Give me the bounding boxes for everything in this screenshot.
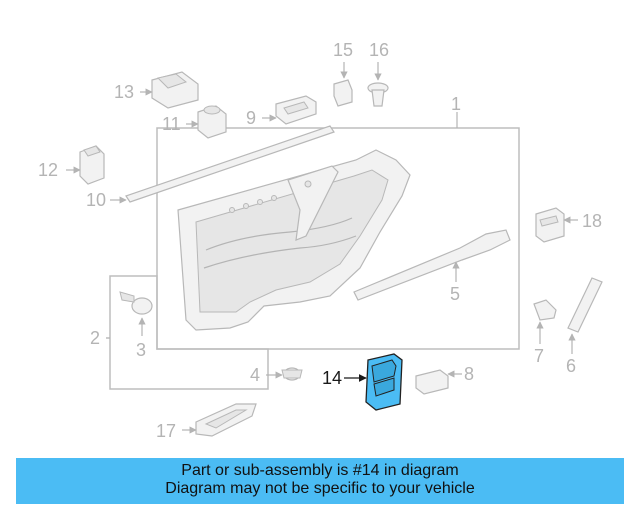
callout-7: 7 xyxy=(534,346,544,366)
part-8-switch xyxy=(415,369,449,395)
part-11-knob xyxy=(197,105,227,139)
callout-12: 12 xyxy=(38,160,58,180)
callout-1: 1 xyxy=(451,94,461,114)
callout-4: 4 xyxy=(250,365,260,385)
assembly-frame-2 xyxy=(109,275,269,390)
callout-13: 13 xyxy=(114,82,134,102)
part-12-clip xyxy=(79,145,105,185)
callout-14: 14 xyxy=(322,368,342,388)
callout-10: 10 xyxy=(86,190,106,210)
part-14-window-switch xyxy=(365,353,403,411)
part-3-fastener xyxy=(119,291,153,315)
callout-5: 5 xyxy=(450,284,460,304)
part-17-handle xyxy=(195,403,257,437)
part-13-switch xyxy=(151,71,199,109)
callout-11: 11 xyxy=(162,114,181,134)
callout-6: 6 xyxy=(566,356,576,376)
part-18-module xyxy=(535,207,565,243)
callout-17: 17 xyxy=(156,421,176,441)
part-15-connector xyxy=(333,79,353,107)
part-16-clip xyxy=(367,82,389,107)
callout-2: 2 xyxy=(90,328,100,348)
callout-15: 15 xyxy=(333,40,353,60)
part-10-seal-strip xyxy=(125,125,335,203)
callout-9: 9 xyxy=(246,108,256,128)
info-banner: Part or sub-assembly is #14 in diagram D… xyxy=(16,458,624,504)
callout-8: 8 xyxy=(464,364,474,384)
banner-line-1: Part or sub-assembly is #14 in diagram xyxy=(181,462,459,479)
part-5-trim-strip xyxy=(353,229,511,301)
part-9-switch-panel xyxy=(275,95,317,125)
callout-18: 18 xyxy=(582,211,602,231)
callout-16: 16 xyxy=(369,40,389,60)
part-6-strip xyxy=(567,277,603,333)
callout-3: 3 xyxy=(136,340,146,360)
part-4-clip xyxy=(281,367,303,381)
part-7-bracket xyxy=(533,299,557,321)
banner-line-2: Diagram may not be specific to your vehi… xyxy=(165,480,475,497)
door-trim-panel xyxy=(177,149,411,331)
